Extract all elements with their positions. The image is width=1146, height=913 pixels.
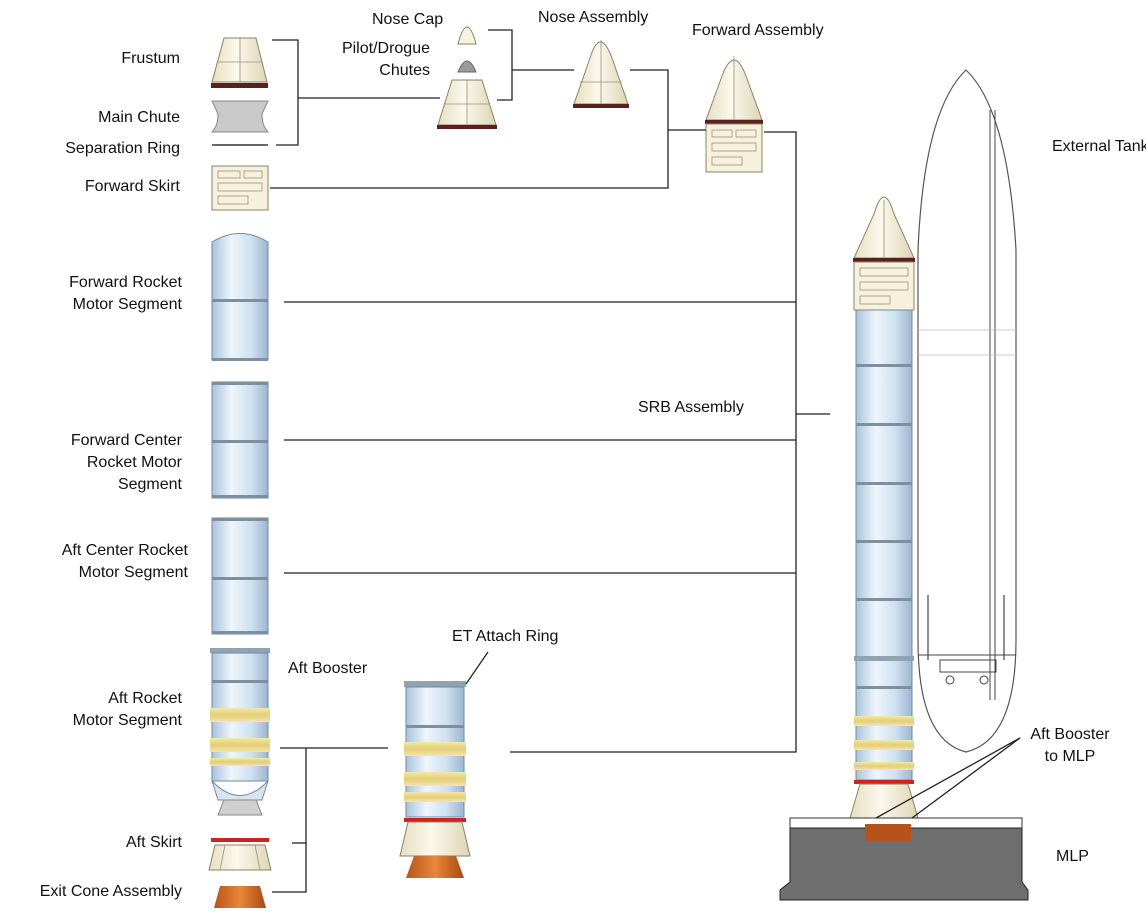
forward-skirt-part bbox=[211, 165, 269, 211]
nose-frustum-part bbox=[437, 79, 497, 129]
nose-cap-part bbox=[457, 26, 477, 45]
separation-ring-part bbox=[212, 144, 268, 146]
forward-assembly-label: Forward Assembly bbox=[692, 22, 824, 39]
forward-center-segment-label: Forward Center Rocket Motor Segment bbox=[70, 432, 182, 493]
exit-cone-part bbox=[214, 886, 266, 908]
srb-assembly-label: SRB Assembly bbox=[638, 399, 744, 416]
assembled-srb-part bbox=[849, 196, 919, 840]
external-tank-part bbox=[917, 69, 1017, 753]
aft-center-segment-part bbox=[211, 517, 269, 635]
external-tank-label: External Tank bbox=[1052, 138, 1146, 155]
aft-booster-to-mlp-label: Aft Booster to MLP bbox=[1030, 726, 1110, 765]
nose-assembly-label: Nose Assembly bbox=[538, 9, 649, 26]
aft-booster-part bbox=[399, 681, 471, 878]
forward-rocket-motor-label: Forward Rocket Motor Segment bbox=[69, 274, 182, 313]
mlp-label: MLP bbox=[1056, 848, 1089, 865]
main-chute-part bbox=[210, 100, 270, 133]
pilot-drogue-chutes-label: Pilot/Drogue Chutes bbox=[341, 40, 430, 79]
exit-cone-assembly-label: Exit Cone Assembly bbox=[39, 883, 182, 900]
et-attach-ring-label: ET Attach Ring bbox=[452, 628, 559, 645]
forward-rocket-motor-part bbox=[211, 233, 269, 361]
separation-ring-label: Separation Ring bbox=[65, 140, 180, 157]
aft-skirt-part bbox=[208, 838, 272, 871]
nose-assembly-part bbox=[573, 40, 629, 108]
nose-cap-label: Nose Cap bbox=[372, 11, 444, 28]
connector-lines bbox=[270, 29, 1021, 893]
frustum-part bbox=[211, 37, 268, 88]
forward-skirt-label: Forward Skirt bbox=[84, 178, 180, 195]
frustum-label: Frustum bbox=[121, 50, 180, 67]
pilot-drogue-chutes-part bbox=[457, 60, 477, 73]
aft-skirt-label: Aft Skirt bbox=[125, 834, 182, 851]
forward-center-segment-part bbox=[211, 381, 269, 499]
aft-rocket-motor-part bbox=[210, 648, 270, 816]
aft-rocket-motor-label: Aft Rocket Motor Segment bbox=[72, 690, 182, 729]
aft-center-segment-label: Aft Center Rocket Motor Segment bbox=[61, 542, 188, 581]
mlp-platform-part bbox=[779, 817, 1029, 901]
aft-booster-label: Aft Booster bbox=[288, 660, 368, 677]
main-chute-label: Main Chute bbox=[98, 109, 180, 126]
forward-assembly-part bbox=[705, 56, 763, 173]
